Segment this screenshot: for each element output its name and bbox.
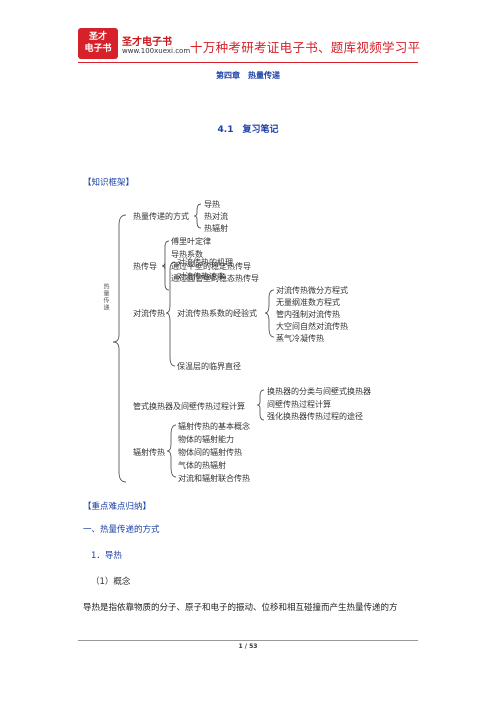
leaf-radiation-concepts: 辐射传热的基本概念 [178, 422, 250, 431]
leaf-thermal-conductivity: 导热系数 [171, 250, 203, 259]
leaf-conduction: 导热 [204, 200, 220, 209]
branch-convective-heat-transfer: 对流传热 [133, 309, 165, 318]
leaf-tube-wall-conduction: 通过圆管壁的稳态热传导 [171, 274, 259, 283]
leaf-dimensionless-equation: 无量纲准数方程式 [276, 298, 340, 307]
leaf-convection: 热对流 [204, 212, 228, 221]
knowledge-frame-label: 【知识框架】 [83, 178, 135, 188]
leaf-forced-convection-tube: 管内强制对流传热 [276, 310, 340, 319]
leaf-fourier-law: 傅里叶定律 [171, 237, 211, 246]
heading-level-1: 一、热量传递的方式 [83, 525, 160, 535]
leaf-wall-heat-transfer-calc: 间壁传热过程计算 [267, 400, 331, 409]
branch-heat-exchanger-calc: 管式换热器及间壁传热过程计算 [133, 402, 245, 411]
tree-root-label: 热量传递 [102, 283, 109, 311]
leaf-gas-radiation: 气体的热辐射 [178, 461, 226, 470]
leaf-emissive-power: 物体的辐射能力 [178, 435, 234, 444]
leaf-radiation: 热辐射 [204, 224, 228, 233]
brand-url[interactable]: www.100xuexi.com [122, 47, 191, 55]
header-divider [78, 62, 418, 63]
sub-branch-empirical-correlations: 对流传热系数的经验式 [177, 309, 257, 318]
branch-heat-conduction: 热传导 [133, 262, 157, 271]
leaf-combined-heat-transfer: 对流和辐射联合传热 [178, 474, 250, 483]
body-paragraph: 导热是指依靠物质的分子、原子和电子的振动、位移和相互碰撞而产生热量传递的方 [83, 603, 398, 613]
leaf-critical-insulation-diameter: 保温层的临界直径 [177, 362, 241, 371]
brand-name: 圣才电子书 [122, 37, 172, 48]
leaf-convection-mechanism: 对流传热的机理 [177, 258, 233, 267]
chapter-title: 第四章 热量传递 [216, 71, 280, 80]
section-title: 4.1 复习笔记 [217, 125, 279, 135]
leaf-exchanger-classification: 换热器的分类与间壁式换热器 [267, 387, 371, 396]
branch-radiative-heat-transfer: 辐射传热 [133, 448, 165, 457]
heading-level-3: （1）概念 [91, 577, 131, 587]
logo-text-line1: 圣才 [88, 32, 107, 42]
leaf-vapor-condensation: 蒸气冷凝传热 [276, 334, 324, 343]
leaf-natural-convection: 大空间自然对流传热 [276, 322, 348, 331]
leaf-convection-rate: 对流传热速率 [177, 272, 225, 281]
branch-heat-transfer-modes: 热量传递的方式 [133, 212, 189, 221]
header-slogan: 十万种考研考证电子书、题库视频学习平 [190, 40, 421, 55]
key-points-label: 【重点难点归纳】 [83, 502, 152, 512]
leaf-enhance-heat-transfer: 强化换热器传热过程的途径 [267, 412, 363, 421]
leaf-flat-wall-conduction: 通过平壁的稳定热传导 [171, 262, 251, 271]
leaf-radiation-between-bodies: 物体间的辐射传热 [178, 448, 242, 457]
footer-divider [78, 640, 418, 641]
brand-logo: 圣才 电子书 [78, 28, 118, 59]
logo-text-line2: 电子书 [84, 44, 112, 54]
heading-level-2: 1．导热 [91, 551, 122, 561]
leaf-differential-equation: 对流传热微分方程式 [276, 286, 348, 295]
page-number: 1 / 53 [238, 643, 258, 650]
